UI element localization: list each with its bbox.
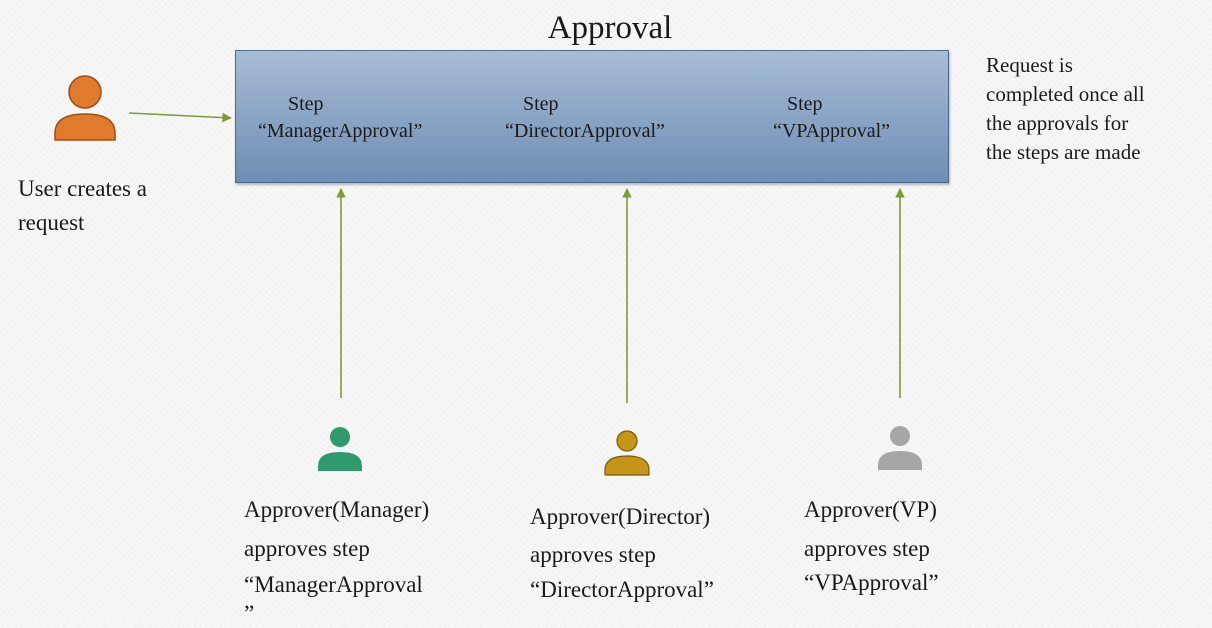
director-caption-line-3: “DirectorApproval”	[530, 577, 714, 602]
user-to-box-arrow	[128, 112, 232, 123]
step-3-name: “VPApproval”	[773, 120, 891, 142]
vp-caption-line-1: Approver(VP)	[804, 497, 937, 522]
user-caption-line-2: request	[18, 210, 85, 235]
completion-note-line-3: the approvals for	[986, 111, 1129, 135]
manager-caption-line-3: “ManagerApproval	[244, 572, 423, 597]
user-caption-line-1: User creates a	[18, 176, 147, 201]
approval-process-box	[235, 50, 949, 183]
step-2-keyword: Step	[523, 93, 559, 115]
manager-approver-icon	[318, 427, 362, 471]
vp-caption-line-2: approves step	[804, 536, 930, 561]
director-approver-icon	[604, 430, 650, 476]
requesting-user-icon	[54, 75, 116, 141]
step-3-keyword: Step	[787, 93, 823, 115]
step-1-keyword: Step	[288, 93, 324, 115]
diagram-title: Approval	[547, 10, 673, 46]
vp-caption-line-3: “VPApproval”	[804, 570, 939, 595]
director-caption-line-1: Approver(Director)	[530, 504, 711, 529]
step-1-name: “ManagerApproval”	[258, 120, 423, 142]
completion-note-line-2: completed once all	[986, 82, 1145, 106]
manager-caption-line-1: Approver(Manager)	[244, 497, 430, 522]
director-caption-line-2: approves step	[530, 542, 656, 567]
step-2-name: “DirectorApproval”	[505, 120, 665, 142]
completion-note-line-4: the steps are made	[986, 140, 1141, 164]
manager-caption-line-4: ”	[244, 601, 255, 626]
vp-approver-icon	[878, 426, 922, 470]
manager-caption-line-2: approves step	[244, 536, 370, 561]
completion-note-line-1: Request is	[986, 53, 1073, 77]
